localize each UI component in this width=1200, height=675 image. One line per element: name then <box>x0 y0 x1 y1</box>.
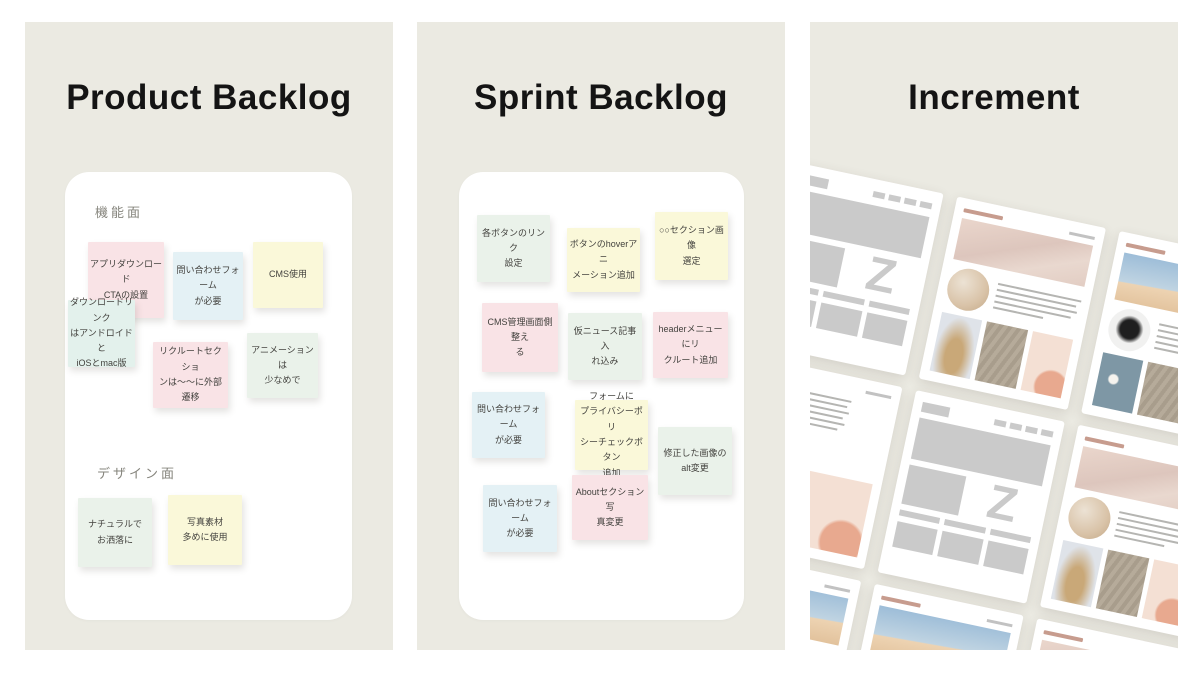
mockup-image-pampas <box>1050 540 1104 608</box>
website-mockup-sand <box>1039 424 1178 639</box>
website-mockup-collage: Z <box>810 162 1178 650</box>
mockup-paragraph <box>810 377 853 470</box>
mockup-nav-bar <box>824 584 851 593</box>
product-backlog-board: 機能面 アプリダウンロード CTAの設置 問い合わせフォーム が必要 CMS使用… <box>65 172 352 620</box>
website-mockup-sand <box>918 196 1107 411</box>
sticky-note[interactable]: 問い合わせフォーム が必要 <box>173 252 243 320</box>
mockup-image-waves <box>974 321 1028 389</box>
sticky-note[interactable]: ナチュラルで お洒落に <box>78 498 152 567</box>
product-backlog-panel: Product Backlog 機能面 アプリダウンロード CTAの設置 問い合… <box>25 22 393 650</box>
mockup-image-arch <box>1020 331 1074 399</box>
sticky-note[interactable]: ダウンロードリンク はアンドロイドと iOSとmac版 <box>68 297 135 369</box>
mockup-image-arch <box>1141 559 1178 627</box>
mockup-image-moon <box>1091 352 1144 414</box>
sprint-backlog-panel: Sprint Backlog 各ボタンのリンク 設定 ボタンのhoverアニ メ… <box>417 22 785 650</box>
mockup-nav-bar <box>1068 231 1095 240</box>
mockup-circle-image <box>1064 493 1115 543</box>
mockup-nav-bar <box>986 618 1013 628</box>
sticky-note[interactable]: CMS管理画面側整え る <box>482 303 558 372</box>
sticky-note[interactable]: headerメニューにリ クルート追加 <box>653 312 728 378</box>
website-mockup-wireframe: Z <box>810 162 944 376</box>
sticky-note[interactable]: 修正した画像の alt変更 <box>658 427 732 495</box>
increment-panel: Increment Z <box>810 22 1178 650</box>
product-backlog-title: Product Backlog <box>66 78 352 117</box>
sticky-note[interactable]: リクルートセクショ ンは～～に外部遷移 <box>153 342 228 408</box>
section-heading-design: デザイン面 <box>97 466 178 481</box>
mockup-paragraph <box>1113 507 1178 558</box>
mockup-paragraph <box>992 279 1082 330</box>
sprint-backlog-title: Sprint Backlog <box>474 78 728 117</box>
wireframe-z-logo: Z <box>982 475 1023 534</box>
sticky-note[interactable]: 仮ニュース記事入 れ込み <box>568 313 642 380</box>
sticky-note[interactable]: ボタンのhoverアニ メーション追加 <box>567 228 640 292</box>
mockup-circle-image <box>1104 305 1155 356</box>
mockup-image-waves <box>1096 549 1150 617</box>
section-heading-functional: 機能面 <box>95 205 144 220</box>
wireframe-logo-block <box>920 401 951 418</box>
sticky-note[interactable]: アニメーションは 少なめで <box>247 333 318 398</box>
sticky-note[interactable]: 問い合わせフォーム が必要 <box>472 392 545 458</box>
increment-title: Increment <box>908 78 1080 117</box>
mockup-circle-image <box>943 264 994 315</box>
mockup-image-waves <box>1137 361 1178 424</box>
sticky-note[interactable]: 各ボタンのリンク 設定 <box>477 215 550 282</box>
website-mockup-wireframe: Z <box>877 390 1065 604</box>
sticky-note[interactable]: 問い合わせフォーム が必要 <box>483 485 557 552</box>
sprint-backlog-board: 各ボタンのリンク 設定 ボタンのhoverアニ メーション追加 ○○セクション画… <box>459 172 744 620</box>
sticky-note[interactable]: ○○セクション画像 選定 <box>655 212 728 280</box>
mockup-nav-bar <box>865 390 892 400</box>
sticky-note[interactable]: Aboutセクション写 真変更 <box>572 475 648 540</box>
wireframe-z-logo: Z <box>861 246 902 305</box>
sticky-note[interactable]: CMS使用 <box>253 242 323 308</box>
sticky-note[interactable]: フォームに プライバシーポリ シーチェックボタン 追加 <box>575 391 648 478</box>
wireframe-logo-block <box>810 173 830 190</box>
mockup-image-pampas <box>929 311 983 380</box>
mockup-image-arch <box>810 470 873 558</box>
sticky-note[interactable]: 写真素材 多めに使用 <box>168 495 242 565</box>
